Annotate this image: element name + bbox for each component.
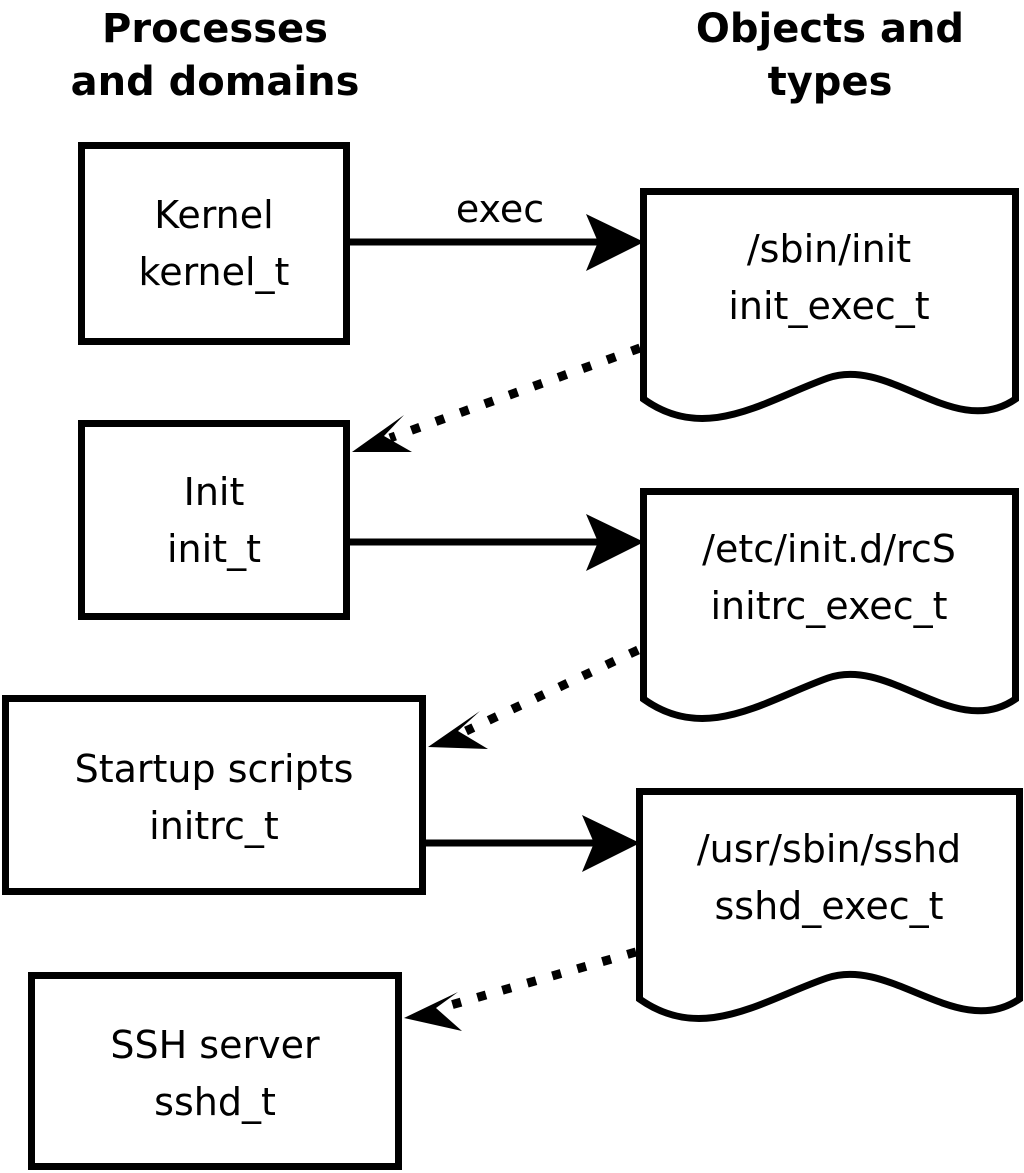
node-label-line1: Init xyxy=(184,470,245,514)
arrow-head-icon xyxy=(586,514,644,571)
node-label-line1: /usr/sbin/sshd xyxy=(697,827,961,871)
processes-header-line1: Processes xyxy=(102,6,328,52)
edge-line xyxy=(442,947,638,1012)
node-label-line2: sshd_t xyxy=(154,1080,276,1124)
node-box xyxy=(28,972,402,1170)
node-initrc-exec-file[interactable]: /etc/init.d/rcS initrc_exec_t xyxy=(640,488,1019,722)
edge-kernel-exec-init_exec: exec xyxy=(350,187,644,271)
node-label-line2: initrc_t xyxy=(149,804,279,848)
node-label-line2: init_t xyxy=(167,527,261,571)
edge-init_exec-transition-init xyxy=(352,343,642,452)
node-init[interactable]: Init init_t xyxy=(78,420,350,620)
edge-line xyxy=(464,645,640,736)
node-document-shape xyxy=(640,188,1019,422)
node-label-line1: SSH server xyxy=(110,1023,320,1067)
edge-init-exec-initrc_exec xyxy=(350,514,644,571)
objects-header-line1: Objects and xyxy=(696,6,964,52)
edge-line xyxy=(388,343,642,443)
node-document-shape xyxy=(640,488,1019,722)
processes-header-line2: and domains xyxy=(71,59,360,105)
arrow-head-icon xyxy=(582,815,640,872)
node-label-line2: initrc_exec_t xyxy=(711,584,948,628)
node-box xyxy=(78,142,350,345)
node-startup-scripts[interactable]: Startup scripts initrc_t xyxy=(2,695,426,895)
edge-initrc-exec-sshd_exec xyxy=(426,815,640,872)
node-label-line1: /etc/init.d/rcS xyxy=(702,527,956,571)
column-header-processes: Processes and domains xyxy=(71,6,360,105)
node-label-line2: kernel_t xyxy=(139,250,290,294)
arrow-head-icon xyxy=(404,992,462,1031)
node-ssh-server[interactable]: SSH server sshd_t xyxy=(28,972,402,1170)
node-sshd-exec-file[interactable]: /usr/sbin/sshd sshd_exec_t xyxy=(636,788,1023,1022)
node-label-line2: init_exec_t xyxy=(728,284,929,328)
node-label-line1: /sbin/init xyxy=(747,227,911,271)
node-box xyxy=(78,420,350,620)
column-header-objects: Objects and types xyxy=(696,6,964,105)
node-box xyxy=(2,695,426,895)
objects-header-line2: types xyxy=(768,59,893,105)
node-document-shape xyxy=(636,788,1023,1022)
node-kernel[interactable]: Kernel kernel_t xyxy=(78,142,350,345)
node-label-line1: Kernel xyxy=(154,193,273,237)
arrow-head-icon xyxy=(352,415,412,452)
node-init-exec-file[interactable]: /sbin/init init_exec_t xyxy=(640,188,1019,422)
arrow-head-icon xyxy=(428,711,488,749)
edge-initrc_exec-transition-initrc xyxy=(428,645,640,749)
edge-label-exec: exec xyxy=(456,187,544,231)
node-label-line2: sshd_exec_t xyxy=(714,884,943,928)
node-label-line1: Startup scripts xyxy=(75,747,354,791)
arrow-head-icon xyxy=(586,214,644,271)
edge-sshd_exec-transition-sshd xyxy=(404,947,638,1031)
